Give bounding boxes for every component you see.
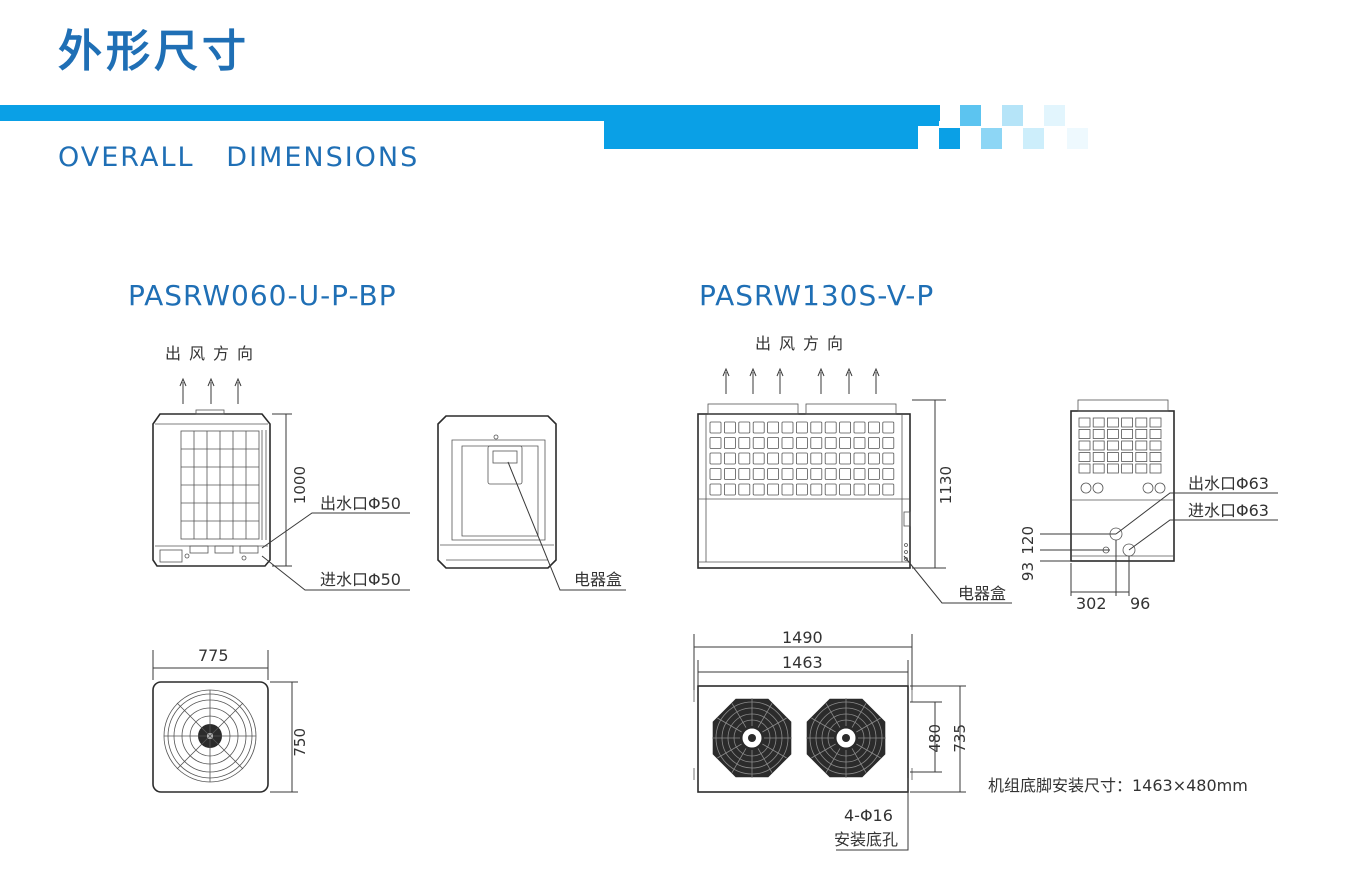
left-model-name: PASRW060-U-P-BP (128, 279, 397, 312)
left-height-value: 1000 (291, 466, 309, 505)
left-airflow-label: 出风方向 (165, 344, 262, 363)
right-front-view (697, 403, 911, 569)
right-side-leaders (1115, 492, 1278, 551)
mount-note: 机组底脚安装尺寸：1463×480mm (988, 776, 1248, 795)
left-airflow-arrows (179, 377, 242, 404)
header-accent-block (604, 121, 918, 149)
right-width-inner: 1463 (782, 653, 823, 672)
right-ebox-leader (903, 555, 1012, 604)
right-height-value: 1130 (937, 466, 955, 505)
left-ebox-leader (507, 461, 626, 591)
right-inlet-label: 进水口Φ63 (1188, 501, 1269, 520)
right-height-dimension (912, 399, 946, 569)
left-width-value: 775 (198, 646, 229, 665)
left-ebox-label: 电器盒 (574, 570, 623, 589)
right-holes-desc: 安装底孔 (834, 830, 899, 849)
right-side-view (1070, 399, 1175, 562)
right-width-outer: 1490 (782, 628, 823, 647)
right-airflow-arrows (722, 367, 880, 394)
left-inlet-label: 进水口Φ50 (320, 570, 401, 589)
left-front-view (152, 409, 271, 567)
right-top-dimensions (693, 634, 966, 851)
right-dim-120: 120 (1019, 526, 1037, 555)
left-height-dimension (272, 413, 292, 567)
left-side-view (437, 415, 557, 569)
fan-icon (806, 698, 886, 778)
right-airflow-label: 出风方向 (755, 334, 852, 353)
left-outlet-label: 出水口Φ50 (320, 494, 401, 513)
right-ebox-label: 电器盒 (958, 584, 1007, 603)
fan-icon (712, 698, 792, 778)
page-title: 外形尺寸 (58, 26, 250, 77)
header-mosaic (918, 105, 1088, 149)
right-top-view (693, 685, 913, 793)
left-depth-value: 750 (291, 728, 309, 757)
left-top-dimensions (152, 650, 298, 793)
page-subtitle: OVERALL DIMENSIONS (58, 142, 420, 173)
left-leaders (261, 512, 410, 591)
right-dim-302: 302 (1076, 594, 1107, 613)
right-depth-outer: 735 (951, 724, 969, 753)
right-model-name: PASRW130S-V-P (699, 279, 935, 312)
right-dim-96: 96 (1130, 594, 1151, 613)
header-accent-bar (0, 105, 940, 121)
left-top-view (152, 681, 269, 793)
right-holes-label: 4-Φ16 (844, 806, 893, 825)
right-side-dimensions (1040, 533, 1130, 596)
right-depth-inner: 480 (926, 724, 944, 753)
right-outlet-label: 出水口Φ63 (1188, 474, 1269, 493)
right-dim-93: 93 (1019, 562, 1037, 582)
